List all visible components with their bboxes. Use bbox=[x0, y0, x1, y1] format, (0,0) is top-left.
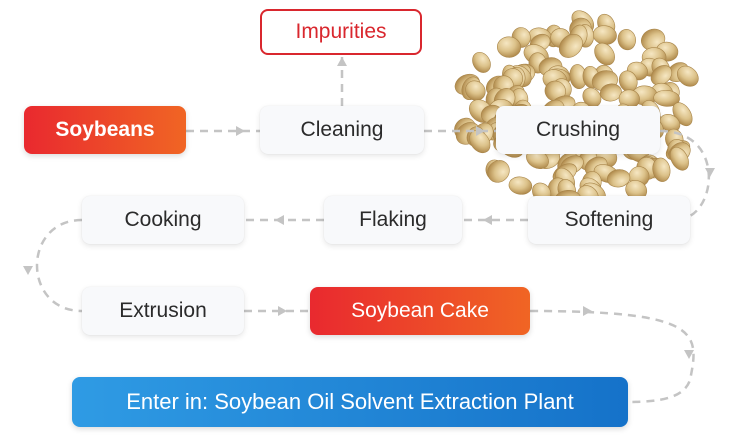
soybean bbox=[599, 83, 622, 102]
soybean bbox=[487, 160, 510, 183]
soybean bbox=[508, 176, 533, 195]
crushing-box: Crushing bbox=[496, 106, 660, 154]
soybean bbox=[594, 42, 615, 66]
soybean bbox=[606, 169, 631, 188]
soybeans-label: Soybeans bbox=[55, 118, 155, 141]
arrow-head-crushing bbox=[476, 126, 485, 136]
flaking-box: Flaking bbox=[324, 196, 462, 244]
arrow-head-impurities bbox=[337, 57, 347, 66]
soybean bbox=[653, 89, 680, 107]
soybean bbox=[650, 65, 673, 86]
arrow-head-cake-right bbox=[583, 306, 592, 316]
soybean bbox=[669, 146, 689, 171]
cleaning-label: Cleaning bbox=[300, 118, 384, 141]
soybean bbox=[558, 33, 583, 58]
arrow-head-cake bbox=[278, 306, 287, 316]
arrow-head-cleaning bbox=[236, 126, 245, 136]
arrow-head-extrusion-down bbox=[23, 266, 33, 275]
impurities-label: Impurities bbox=[295, 20, 387, 43]
arrow-head-softening bbox=[705, 168, 715, 177]
final-destination-label: Enter in: Soybean Oil Solvent Extraction… bbox=[126, 389, 574, 414]
flaking-label: Flaking bbox=[359, 208, 427, 231]
soybeans-box: Soybeans bbox=[24, 106, 186, 154]
soybean bbox=[617, 29, 636, 51]
soybean bbox=[652, 157, 671, 182]
final-destination-box: Enter in: Soybean Oil Solvent Extraction… bbox=[72, 377, 628, 427]
connector-cooking-extrusion bbox=[35, 218, 83, 313]
soybean bbox=[472, 51, 491, 73]
cleaning-box: Cleaning bbox=[260, 106, 424, 154]
impurities-box: Impurities bbox=[260, 9, 422, 55]
cooking-box: Cooking bbox=[82, 196, 244, 244]
arrow-head-final bbox=[684, 350, 694, 359]
soybean-cake-box: Soybean Cake bbox=[310, 287, 530, 335]
crushing-label: Crushing bbox=[535, 118, 621, 141]
soybean bbox=[497, 36, 521, 58]
cooking-label: Cooking bbox=[124, 208, 202, 231]
soybean bbox=[582, 87, 602, 108]
softening-box: Softening bbox=[528, 196, 690, 244]
soybean bbox=[544, 80, 566, 102]
soybean-cake-label: Soybean Cake bbox=[351, 299, 489, 322]
connector-cake-final bbox=[529, 309, 695, 404]
extrusion-box: Extrusion bbox=[82, 287, 244, 335]
arrow-head-cooking bbox=[275, 215, 284, 225]
arrow-head-flaking bbox=[483, 215, 492, 225]
connector-crushing-softening bbox=[659, 129, 710, 218]
soybean bbox=[465, 80, 486, 101]
softening-label: Softening bbox=[564, 208, 654, 231]
soybean bbox=[676, 65, 699, 87]
extrusion-label: Extrusion bbox=[119, 299, 207, 322]
